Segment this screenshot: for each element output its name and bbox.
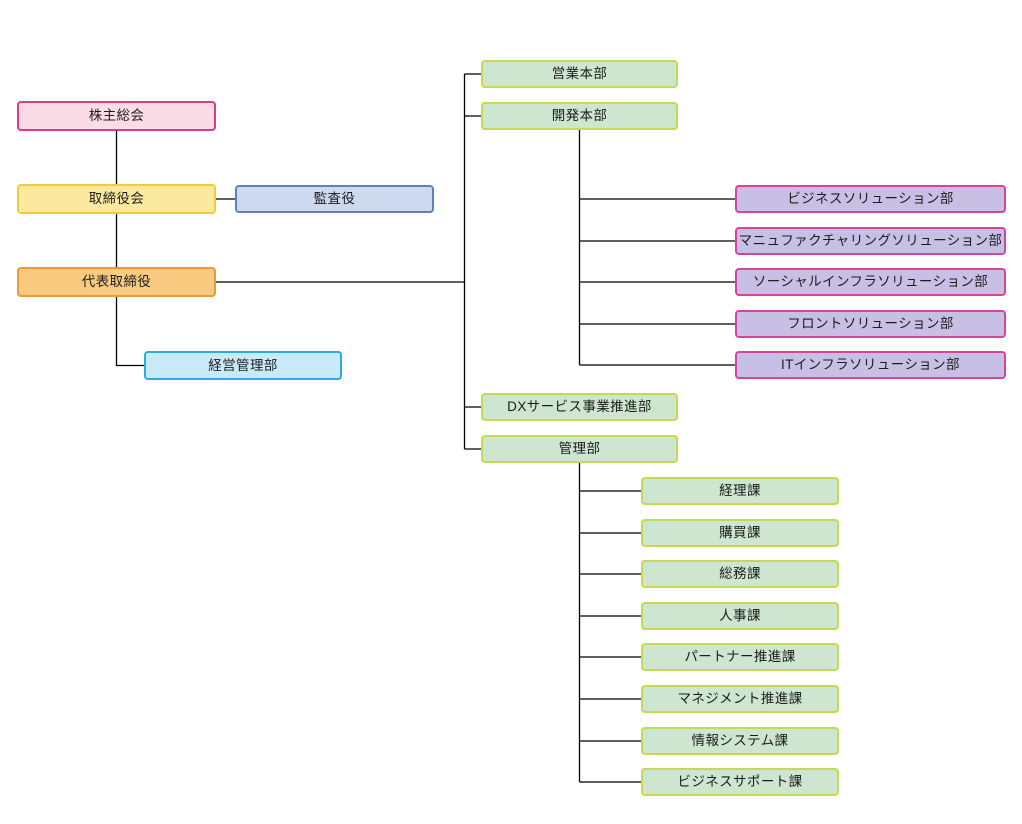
node-accounting-section: 経理課 [641, 477, 839, 505]
node-dx-service-business-promotion-dept: DXサービス事業推進部 [481, 393, 678, 421]
node-label: 開発本部 [551, 108, 608, 124]
node-label: ビジネスソリューション部 [787, 191, 954, 207]
node-corporate-management-dept: 経営管理部 [144, 351, 342, 380]
node-partner-promotion-section: パートナー推進課 [641, 643, 839, 671]
node-label: マニュファクチャリングソリューション部 [738, 233, 1003, 249]
node-label: ビジネスサポート課 [677, 774, 803, 790]
node-board-of-directors: 取締役会 [17, 184, 216, 214]
node-label: 情報システム課 [691, 733, 789, 749]
node-label: 購買課 [719, 525, 761, 541]
node-development-division: 開発本部 [481, 102, 678, 130]
node-label: 監査役 [313, 191, 356, 207]
node-label: 総務課 [719, 566, 761, 582]
node-label: 経理課 [719, 483, 761, 499]
node-manufacturing-solution-dept: マニュファクチャリングソリューション部 [735, 227, 1006, 255]
node-label: 人事課 [719, 608, 761, 624]
node-hr-section: 人事課 [641, 602, 839, 630]
node-label: 管理部 [558, 441, 601, 457]
node-label: 取締役会 [88, 191, 145, 207]
node-it-infra-solution-dept: ITインフラソリューション部 [735, 351, 1006, 379]
node-label: 代表取締役 [81, 274, 152, 290]
node-label: パートナー推進課 [684, 649, 796, 665]
node-label: DXサービス事業推進部 [507, 399, 652, 415]
node-label: ソーシャルインフラソリューション部 [752, 274, 989, 290]
node-general-affairs-section: 総務課 [641, 560, 839, 588]
node-social-infra-solution-dept: ソーシャルインフラソリューション部 [735, 268, 1006, 296]
node-business-solution-dept: ビジネスソリューション部 [735, 185, 1006, 213]
node-management-promotion-section: マネジメント推進課 [641, 685, 839, 713]
node-administration-dept: 管理部 [481, 435, 678, 463]
node-front-solution-dept: フロントソリューション部 [735, 310, 1006, 338]
node-label: 営業本部 [551, 66, 608, 82]
node-sales-division: 営業本部 [481, 60, 678, 88]
node-label: ITインフラソリューション部 [781, 357, 960, 373]
node-purchasing-section: 購買課 [641, 519, 839, 547]
node-business-support-section: ビジネスサポート課 [641, 768, 839, 796]
node-label: 株主総会 [88, 108, 145, 124]
node-label: 経営管理部 [208, 357, 278, 373]
node-representative-director: 代表取締役 [17, 267, 216, 297]
node-label: マネジメント推進課 [677, 691, 803, 707]
node-information-system-section: 情報システム課 [641, 727, 839, 755]
node-shareholders-meeting: 株主総会 [17, 101, 216, 131]
connector-line [115, 297, 144, 367]
node-label: フロントソリューション部 [787, 316, 954, 332]
node-auditor: 監査役 [235, 185, 434, 213]
